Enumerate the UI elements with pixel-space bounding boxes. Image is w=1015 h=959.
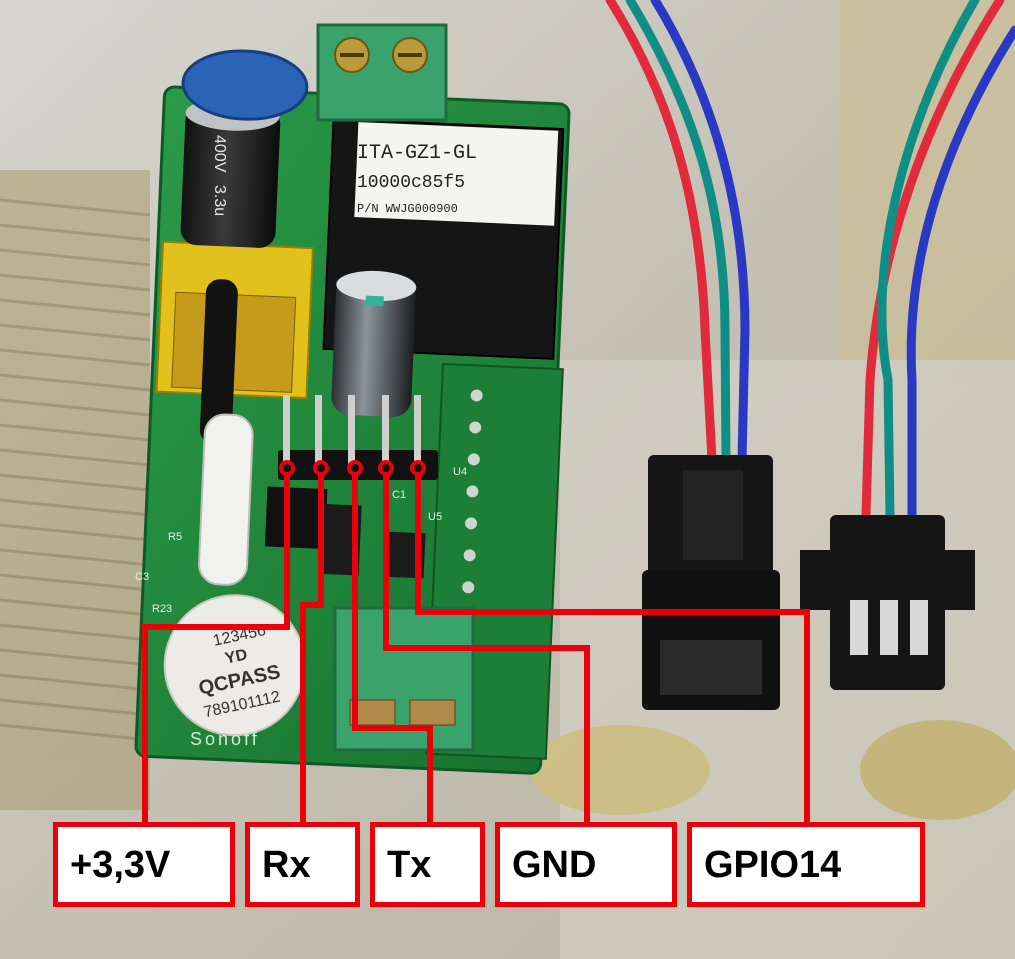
label-gpio14-text: GPIO14 — [704, 843, 842, 886]
capacitor-silver — [331, 275, 416, 417]
pin-markers — [279, 460, 426, 476]
wiring-overlay — [142, 468, 810, 825]
terminal-block-top — [316, 23, 448, 122]
label-gpio14: GPIO14 — [687, 822, 925, 907]
label-3v3: +3,3V — [53, 822, 235, 907]
silk-u4: U4 — [453, 466, 467, 478]
antenna-post — [199, 279, 238, 445]
silk-c3: C3 — [135, 571, 149, 583]
silk-c1: C1 — [392, 489, 406, 501]
label-gnd: GND — [495, 822, 677, 907]
wire-rx — [300, 468, 324, 825]
silk-u5: U5 — [428, 511, 442, 523]
ic-chip-2 — [318, 503, 362, 576]
board-brand: Sonoff — [190, 729, 260, 749]
silk-r23: R23 — [152, 603, 172, 615]
wire-gpio14 — [415, 468, 810, 825]
label-gnd-text: GND — [512, 843, 597, 886]
connector-right — [800, 515, 975, 690]
cable-right — [861, 0, 1015, 520]
label-tx-text: Tx — [387, 843, 432, 886]
ic-chip-1 — [264, 486, 328, 550]
relay-line3: P/N WWJG000900 — [357, 202, 458, 216]
label-rx: Rx — [245, 822, 360, 907]
connector-left — [642, 455, 780, 710]
wire-3v3 — [142, 468, 290, 825]
wire-gnd — [383, 468, 590, 825]
relay-line1: ITA-GZ1-GL — [357, 142, 477, 165]
capacitor-400v — [180, 105, 281, 248]
cable-left — [605, 0, 750, 465]
label-rx-text: Rx — [262, 843, 311, 886]
led — [198, 413, 254, 586]
qc-line2: YD — [224, 646, 249, 667]
relay-sticker — [354, 122, 559, 226]
silk-r5: R5 — [168, 531, 182, 543]
wire-tx — [352, 468, 433, 825]
label-tx: Tx — [370, 822, 485, 907]
cap-value: 3.3u — [211, 185, 228, 216]
blue-capacitor — [181, 49, 309, 121]
label-3v3-text: +3,3V — [70, 843, 171, 886]
relay-line2: 10000c85f5 — [357, 173, 465, 193]
cap-voltage: 400V — [211, 135, 228, 173]
